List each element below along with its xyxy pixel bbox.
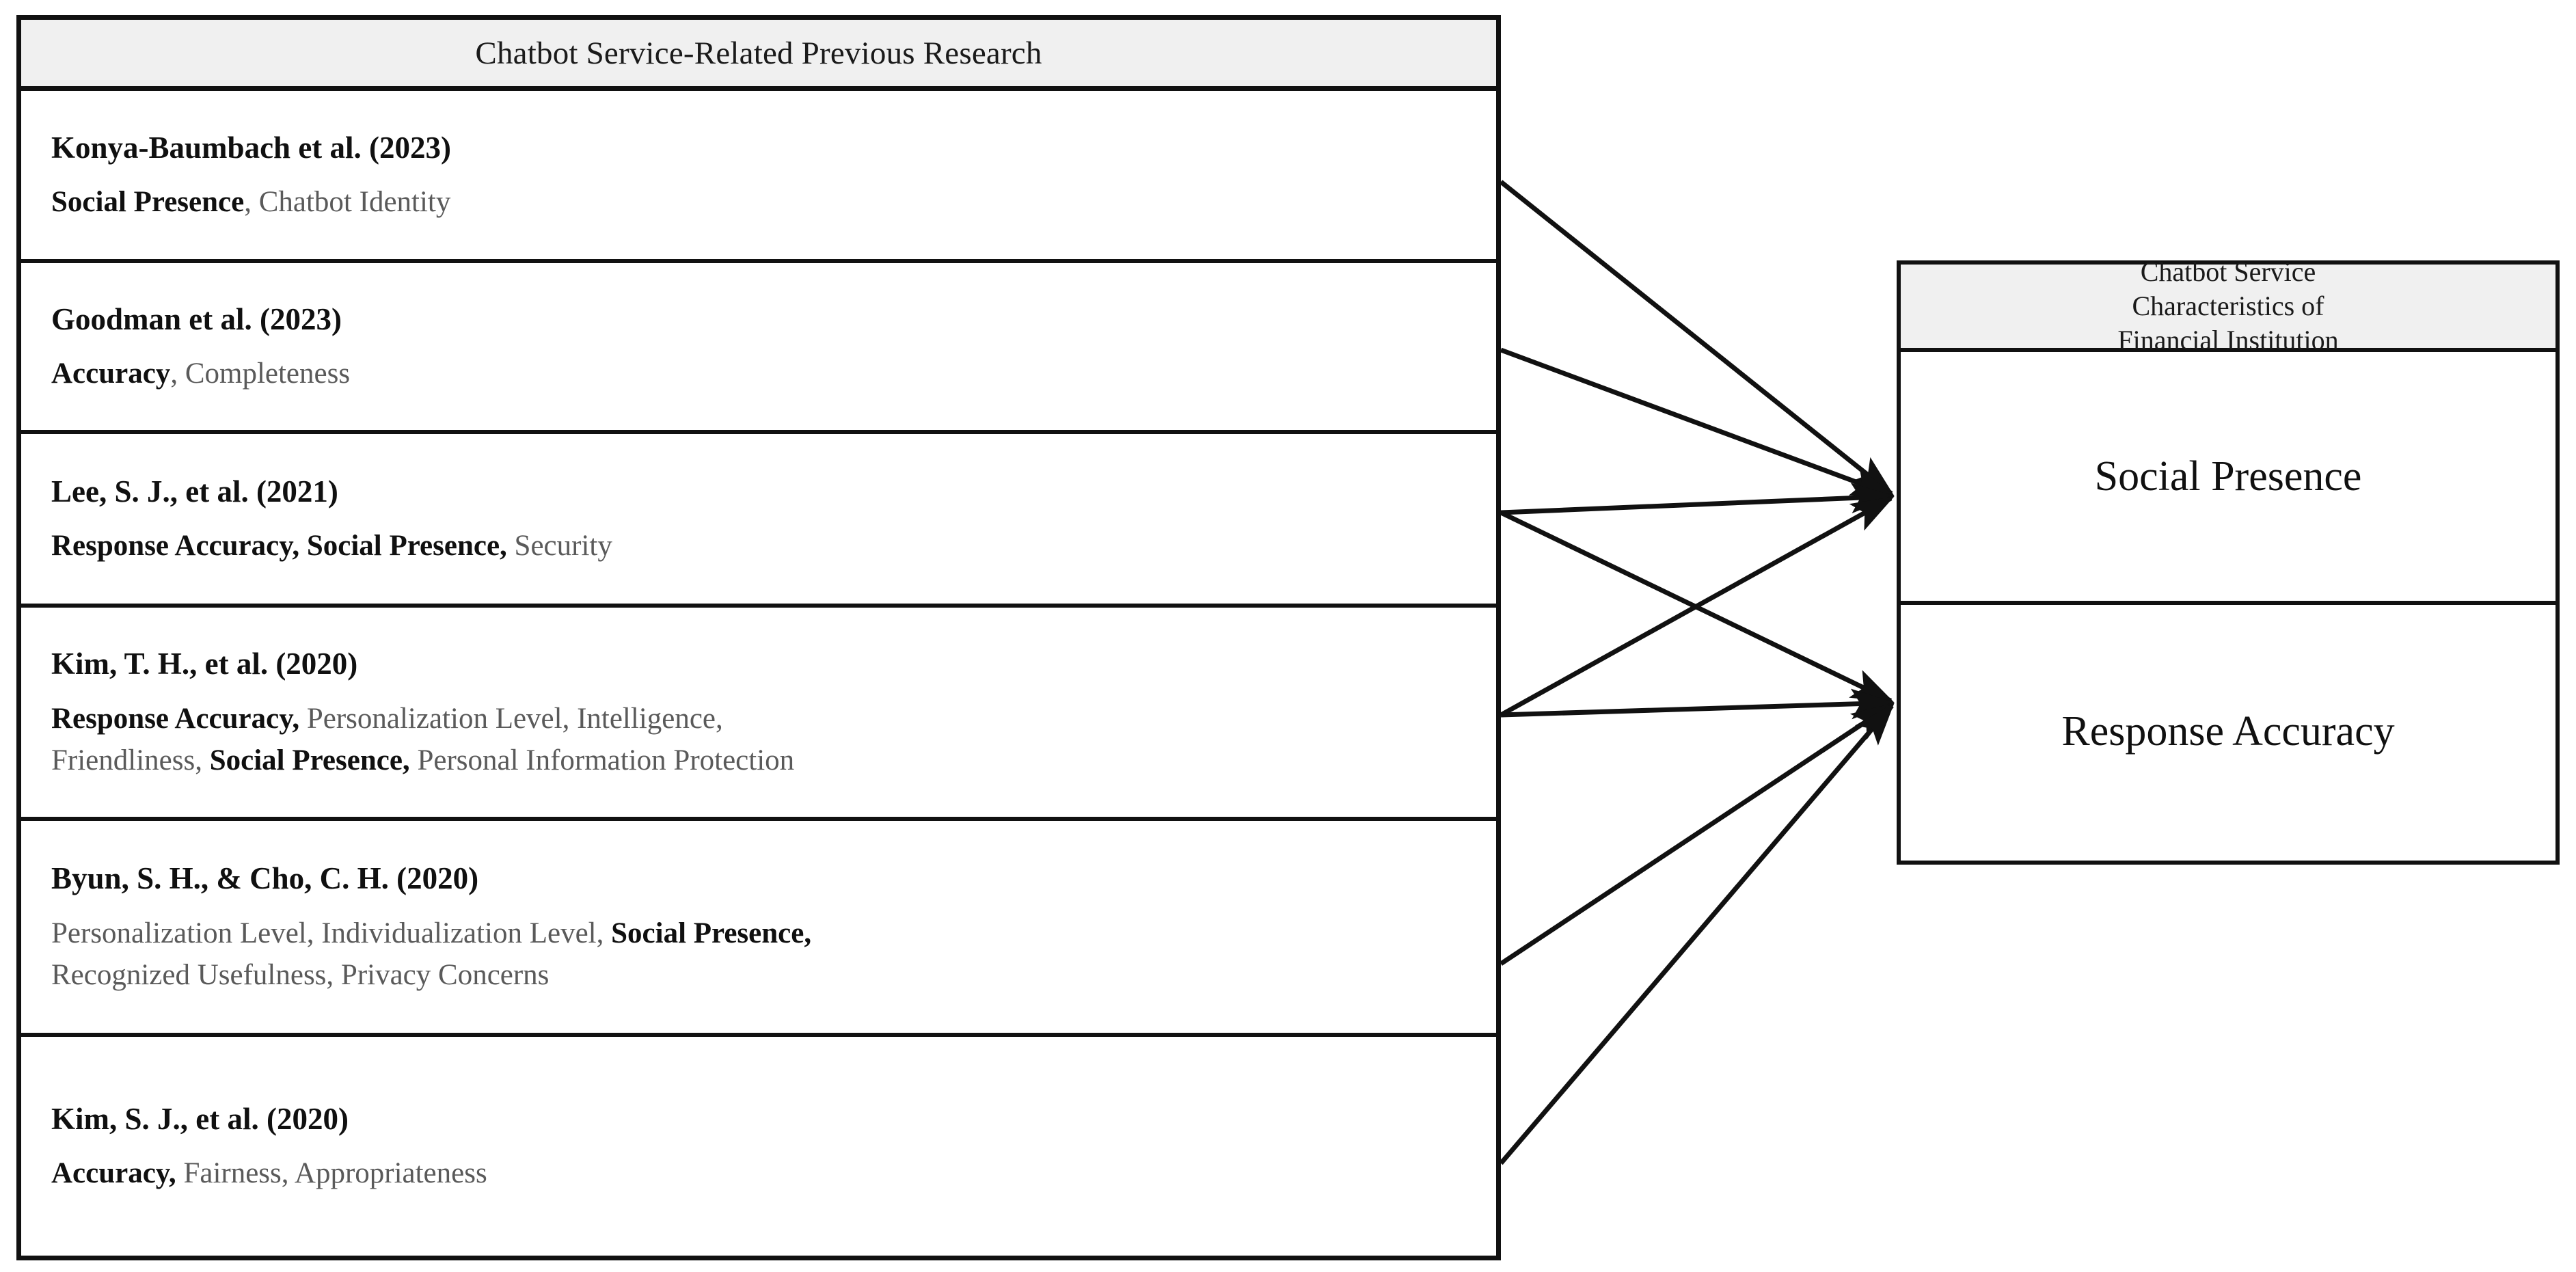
- study-row: Kim, S. J., et al. (2020) Accuracy, Fair…: [21, 1037, 1496, 1256]
- previous-research-header: Chatbot Service-Related Previous Researc…: [21, 20, 1496, 91]
- keyword-highlighted: Social Presence: [51, 186, 245, 219]
- study-keywords-line: Recognized Usefulness, Privacy Concerns: [51, 954, 1466, 996]
- keyword-plain: Personalization Level, Intelligence,: [299, 702, 723, 735]
- keyword-highlighted: Response Accuracy, Social Presence,: [51, 530, 507, 563]
- keyword-plain: ,: [244, 186, 259, 219]
- study-row: Konya-Baumbach et al. (2023) Social Pres…: [21, 91, 1496, 263]
- study-row: Goodman et al. (2023) Accuracy, Complete…: [21, 263, 1496, 434]
- study-citation: Goodman et al. (2023): [51, 301, 342, 336]
- keyword-plain: Recognized Usefulness, Privacy Concerns: [51, 958, 550, 991]
- study-citation: Kim, S. J., et al. (2020): [51, 1101, 349, 1136]
- influence-arrow: [1500, 496, 1895, 718]
- study-row: Kim, T. H., et al. (2020) Response Accur…: [21, 608, 1496, 821]
- keyword-plain: ,: [170, 357, 185, 390]
- study-keywords-line: Social Presence, Chatbot Identity: [51, 181, 1466, 223]
- keyword-highlighted: Response Accuracy,: [51, 702, 300, 735]
- study-row: Lee, S. J., et al. (2021) Response Accur…: [21, 434, 1496, 608]
- study-keywords-line: Accuracy, Completeness: [51, 353, 1466, 394]
- study-keywords-line: Accuracy, Fairness, Appropriateness: [51, 1152, 1466, 1194]
- construct-cell-response-accuracy: Response Accuracy: [1901, 605, 2555, 858]
- keyword-highlighted: Social Presence,: [611, 917, 812, 949]
- study-citation: Konya-Baumbach et al. (2023): [51, 130, 451, 165]
- study-citation: Kim, T. H., et al. (2020): [51, 647, 358, 681]
- keyword-highlighted: Accuracy,: [51, 1157, 176, 1190]
- previous-research-table: Chatbot Service-Related Previous Researc…: [16, 15, 1501, 1260]
- influence-arrow: [1499, 703, 1895, 1165]
- influence-arrow: [1500, 347, 1895, 498]
- influence-arrow: [1500, 483, 1895, 515]
- keyword-plain: Chatbot Identity: [258, 186, 451, 219]
- keyword-plain: [507, 530, 515, 562]
- keyword-plain: Personal Information Protection: [409, 744, 795, 776]
- keyword-plain: Security: [514, 530, 612, 563]
- keyword-highlighted: Accuracy: [51, 357, 171, 390]
- keyword-plain: Completeness: [185, 357, 351, 390]
- keyword-plain: Friendliness,: [51, 744, 210, 776]
- influence-arrow: [1500, 510, 1895, 703]
- study-keywords-line: Friendliness, Social Presence, Personal …: [51, 740, 1466, 781]
- study-citation: Byun, S. H., & Cho, C. H. (2020): [51, 861, 479, 896]
- construct-cell-social-presence: Social Presence: [1901, 352, 2555, 605]
- study-citation: Lee, S. J., et al. (2021): [51, 474, 338, 509]
- influence-arrow: [1500, 703, 1895, 966]
- keyword-highlighted: Social Presence,: [209, 744, 410, 776]
- construct-label: Social Presence: [2094, 452, 2362, 500]
- influence-arrow: [1499, 180, 1895, 496]
- study-row: Byun, S. H., & Cho, C. H. (2020) Persona…: [21, 821, 1496, 1037]
- influence-arrow: [1500, 688, 1895, 720]
- keyword-plain: Personalization Level, Individualization…: [51, 917, 612, 949]
- previous-research-header-label: Chatbot Service-Related Previous Researc…: [475, 35, 1042, 71]
- study-keywords-line: Personalization Level, Individualization…: [51, 912, 1466, 954]
- construct-label: Response Accuracy: [2061, 707, 2395, 755]
- keyword-plain: Fairness, Appropriateness: [176, 1157, 487, 1190]
- study-keywords-line: Response Accuracy, Social Presence, Secu…: [51, 525, 1466, 567]
- study-keywords-line: Response Accuracy, Personalization Level…: [51, 698, 1466, 740]
